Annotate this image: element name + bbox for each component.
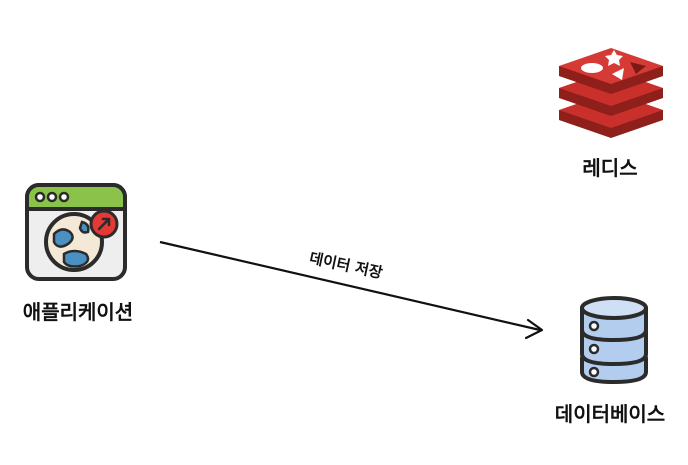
application-label: 애플리케이션 (22, 300, 134, 324)
database-icon (580, 296, 648, 384)
arrow-head-icon (524, 318, 544, 340)
edge-line (159, 240, 541, 332)
redis-label: 레디스 (582, 156, 638, 180)
application-browser-icon (25, 183, 127, 281)
database-label: 데이터베이스 (554, 402, 666, 426)
redis-icon (559, 48, 663, 138)
